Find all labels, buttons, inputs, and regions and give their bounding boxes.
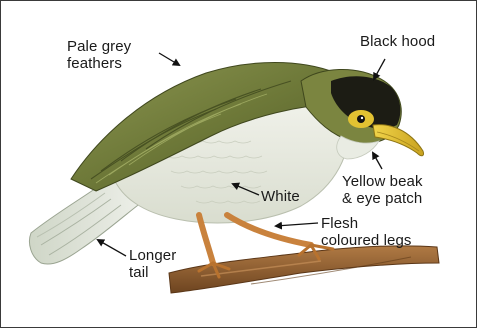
- label-line: Flesh: [321, 215, 412, 232]
- label-line: Longer: [129, 247, 176, 264]
- label-line: & eye patch: [342, 190, 423, 207]
- arrow-flesh-legs: [276, 223, 318, 226]
- label-line: Yellow beak: [342, 173, 423, 190]
- label-line: White: [261, 188, 300, 205]
- label-flesh-legs: Flesh coloured legs: [321, 215, 412, 249]
- arrow-yellow-beak: [373, 153, 382, 169]
- label-line: tail: [129, 264, 176, 281]
- label-pale-grey-feathers: Pale grey feathers: [67, 38, 131, 72]
- label-black-hood: Black hood: [360, 33, 435, 50]
- label-longer-tail: Longer tail: [129, 247, 176, 281]
- arrow-longer-tail: [98, 240, 126, 256]
- label-line: Black hood: [360, 33, 435, 50]
- arrow-pale-grey: [159, 53, 179, 65]
- label-white: White: [261, 188, 300, 205]
- arrow-black-hood: [374, 59, 385, 79]
- label-line: coloured legs: [321, 232, 412, 249]
- label-yellow-beak: Yellow beak & eye patch: [342, 173, 423, 207]
- label-line: feathers: [67, 55, 131, 72]
- label-line: Pale grey: [67, 38, 131, 55]
